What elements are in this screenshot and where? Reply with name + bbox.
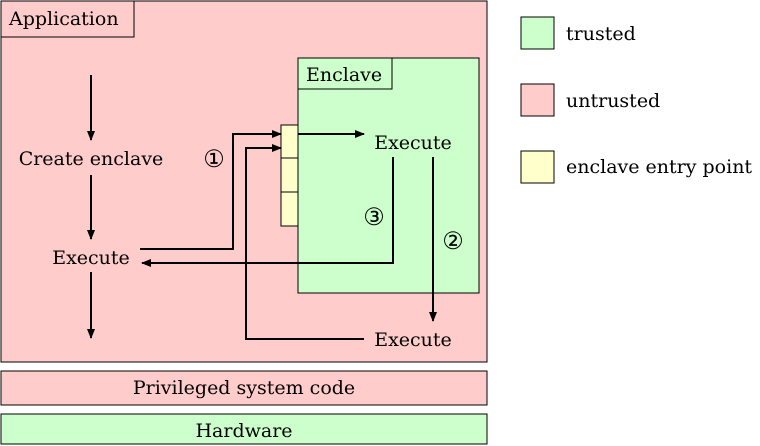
privileged-box xyxy=(0,370,488,406)
entry-point-3 xyxy=(280,191,299,227)
legend-entry-label: enclave entry point xyxy=(566,156,752,178)
enclave-box xyxy=(297,57,480,294)
legend-entry-swatch xyxy=(520,150,555,184)
entry-point-2 xyxy=(280,157,299,193)
legend-trusted-label: trusted xyxy=(566,23,636,45)
application-title-box xyxy=(0,0,135,38)
step2-marker: ② xyxy=(442,227,464,255)
app-execute-label: Execute xyxy=(52,247,130,269)
arrow-step3-return xyxy=(141,157,394,267)
hardware-label: Hardware xyxy=(195,420,292,442)
return-execute-label: Execute xyxy=(374,329,452,351)
application-title: Application xyxy=(8,8,119,30)
arrow-step1-call xyxy=(140,130,282,250)
create-enclave-label: Create enclave xyxy=(19,148,164,170)
entry-point-1 xyxy=(280,124,299,159)
enclave-execute-label: Execute xyxy=(374,132,452,154)
hardware-box xyxy=(0,413,488,445)
arrow-reenter xyxy=(245,144,364,340)
legend-untrusted-swatch xyxy=(520,83,555,117)
enclave-title: Enclave xyxy=(306,64,382,86)
enclave-title-box xyxy=(297,57,393,90)
step3-marker: ③ xyxy=(363,203,385,231)
privileged-label: Privileged system code xyxy=(133,377,355,399)
legend-trusted-swatch xyxy=(520,16,555,50)
legend-untrusted-label: untrusted xyxy=(566,90,660,112)
step1-marker: ① xyxy=(203,145,225,173)
